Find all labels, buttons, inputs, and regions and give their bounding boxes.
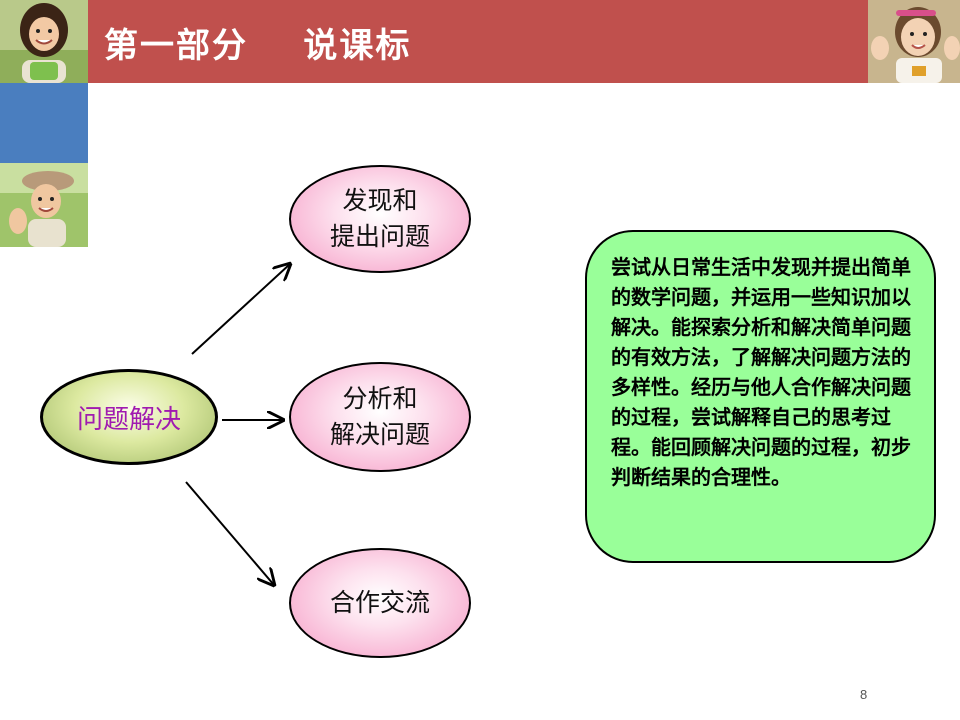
page-number: 8 <box>860 687 868 702</box>
node-cooperation: 合作交流 <box>289 548 471 658</box>
node-label: 合作交流 <box>329 588 430 617</box>
center-node-problem-solving: 问题解决 <box>40 369 218 465</box>
child-photo-clapping <box>0 163 88 247</box>
node-label: 发现和 提出问题 <box>329 186 430 251</box>
arrow-to-node-3 <box>185 481 274 585</box>
child-photo-girl <box>0 0 88 83</box>
child-photo-toddler <box>868 0 960 83</box>
center-node-label: 问题解决 <box>76 404 181 435</box>
info-box <box>585 230 936 563</box>
title-bar <box>88 0 868 83</box>
node-label: 分析和 解决问题 <box>329 384 430 449</box>
node-discover-problems: 发现和 提出问题 <box>289 165 471 273</box>
blue-accent-block <box>0 83 88 163</box>
arrow-to-node-1 <box>191 264 290 355</box>
info-box-text: 尝试从日常生活中发现并提出简单的数学问题，并运用一些知识加以解决。能探索分析和解… <box>611 255 911 489</box>
slide-title: 第一部分 说课标 <box>104 26 412 66</box>
node-analyze-solve: 分析和 解决问题 <box>289 362 471 472</box>
